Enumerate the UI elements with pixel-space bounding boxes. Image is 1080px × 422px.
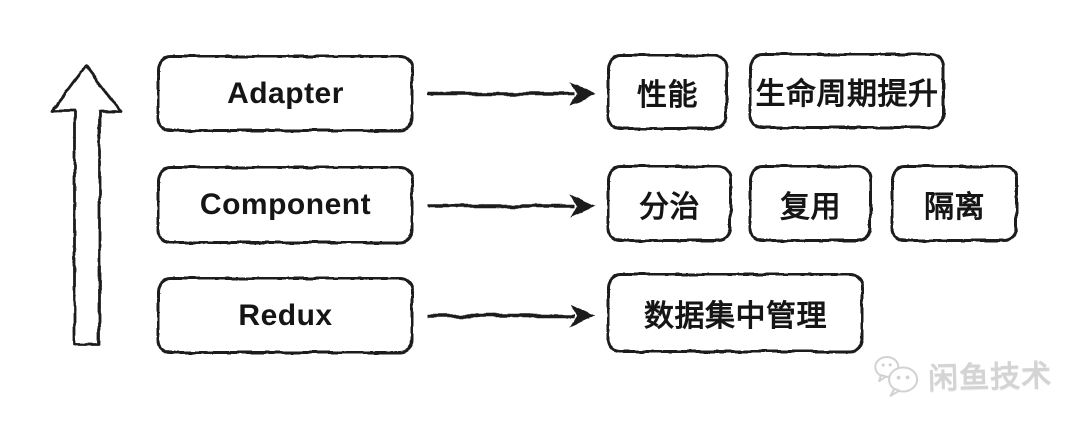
chat-bubbles-icon (874, 355, 919, 397)
node-divide-and-conquer: 分治 (607, 165, 732, 242)
node-centralized-data-management: 数据集中管理 (607, 273, 864, 353)
node-redux-label: Redux (238, 298, 333, 332)
arrow-component-to-benefits (428, 194, 596, 218)
node-isolation: 隔离 (891, 165, 1018, 242)
node-reuse-label: 复用 (780, 190, 841, 224)
node-centralized-data-management-label: 数据集中管理 (644, 300, 827, 333)
node-isolation-label: 隔离 (924, 190, 985, 224)
node-adapter: Adapter (157, 55, 414, 132)
node-performance-label: 性能 (637, 79, 698, 112)
arrow-redux-to-benefits (428, 304, 596, 328)
node-reuse: 复用 (749, 165, 872, 242)
node-divide-and-conquer-label: 分治 (639, 190, 700, 224)
up-arrow (50, 64, 123, 346)
node-adapter-label: Adapter (227, 76, 344, 110)
watermark: 闲鱼技术 (871, 350, 1052, 401)
watermark-text: 闲鱼技术 (927, 359, 1053, 396)
node-component: Component (157, 166, 414, 244)
node-redux: Redux (157, 277, 414, 354)
node-performance: 性能 (607, 54, 728, 130)
node-component-label: Component (199, 188, 372, 221)
node-lifecycle-improvement: 生命周期提升 (749, 53, 945, 129)
node-lifecycle-improvement-label: 生命周期提升 (755, 78, 939, 111)
arrow-adapter-to-benefits (428, 82, 596, 106)
